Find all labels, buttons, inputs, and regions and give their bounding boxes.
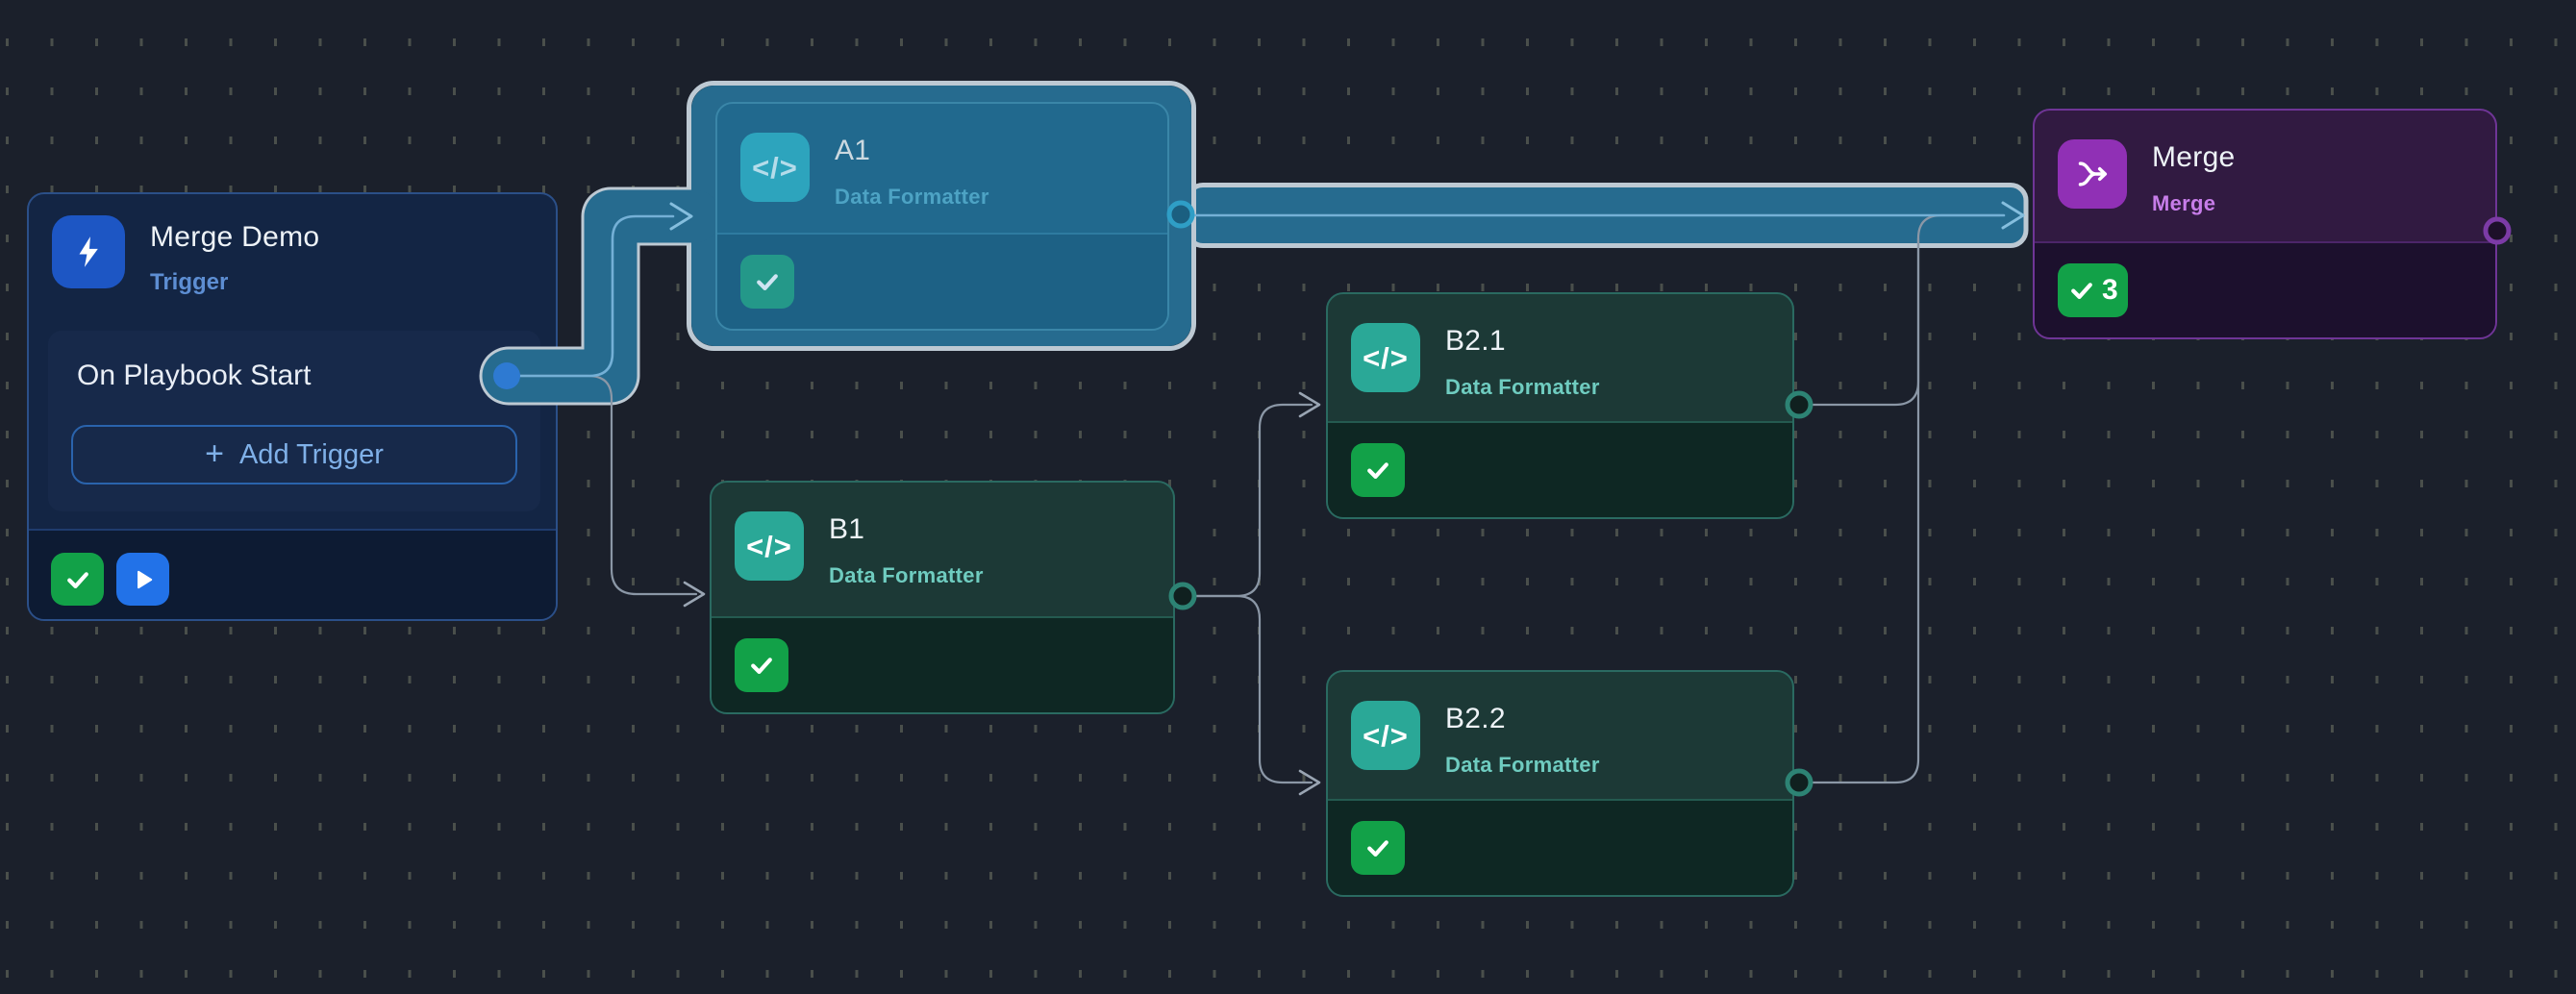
check-icon <box>2067 276 2096 305</box>
lightning-bolt-icon <box>52 215 125 288</box>
node-subtitle: Merge <box>2152 191 2215 216</box>
node-b22[interactable]: </> B2.2 Data Formatter <box>1326 670 1794 897</box>
arrowhead-b21-input <box>1300 393 1319 416</box>
edge-b21-merge[interactable] <box>1812 238 1918 405</box>
node-status-footer <box>712 616 1173 712</box>
node-b1[interactable]: </> B1 Data Formatter <box>710 481 1175 714</box>
node-status-footer <box>717 233 1167 329</box>
success-count-badge[interactable]: 3 <box>2058 263 2128 317</box>
selected-edge-pipe-a1-merge[interactable] <box>1188 186 2026 246</box>
node-subtitle: Data Formatter <box>835 185 989 210</box>
code-icon: </> <box>735 511 804 581</box>
code-icon: </> <box>740 133 810 202</box>
node-trigger[interactable]: Merge Demo Trigger On Playbook Start + A… <box>27 192 558 621</box>
edge-b1-b22[interactable] <box>1195 596 1312 783</box>
plus-icon: + <box>205 437 224 470</box>
node-title: A1 <box>835 135 870 167</box>
add-trigger-label: Add Trigger <box>239 439 384 471</box>
node-status-footer: 3 <box>2035 241 2495 337</box>
node-a1[interactable]: </> A1 Data Formatter <box>715 102 1169 331</box>
trigger-list-panel: On Playbook Start + Add Trigger <box>48 331 540 511</box>
check-icon <box>1363 456 1392 485</box>
node-title: Merge <box>2152 141 2236 174</box>
trigger-run-button[interactable] <box>116 553 169 606</box>
edge-b22-merge[interactable] <box>1812 215 2000 783</box>
trigger-event-item[interactable]: On Playbook Start <box>77 360 311 392</box>
arrowhead-a1-input <box>671 204 691 229</box>
node-status-footer <box>1328 799 1792 895</box>
node-subtitle: Data Formatter <box>1445 753 1600 778</box>
edge-b1-b21[interactable] <box>1195 405 1312 596</box>
arrowhead-merge-input <box>2003 203 2023 228</box>
check-icon <box>63 565 92 594</box>
check-icon <box>1363 833 1392 862</box>
merge-arrows-icon <box>2058 139 2127 209</box>
node-subtitle: Data Formatter <box>829 563 984 588</box>
arrowhead-b1-input <box>685 583 704 606</box>
trigger-success-status-button[interactable] <box>51 553 104 606</box>
success-status-badge[interactable] <box>1351 821 1405 875</box>
a1-output-port[interactable] <box>1169 203 1192 226</box>
success-status-badge[interactable] <box>735 638 788 692</box>
trigger-status-bar <box>29 529 556 619</box>
node-merge[interactable]: Merge Merge 3 <box>2033 109 2497 339</box>
node-title: B1 <box>829 513 864 546</box>
code-icon: </> <box>1351 323 1420 392</box>
trigger-type-label: Trigger <box>150 269 228 296</box>
trigger-node-title: Merge Demo <box>150 221 319 254</box>
success-status-badge[interactable] <box>1351 443 1405 497</box>
node-title: B2.2 <box>1445 703 1506 735</box>
node-b21[interactable]: </> B2.1 Data Formatter <box>1326 292 1794 519</box>
node-status-footer <box>1328 421 1792 517</box>
add-trigger-button[interactable]: + Add Trigger <box>71 425 517 485</box>
play-icon <box>131 567 156 592</box>
node-title: B2.1 <box>1445 325 1506 358</box>
node-subtitle: Data Formatter <box>1445 375 1600 400</box>
check-icon <box>747 651 776 680</box>
success-status-badge[interactable] <box>740 255 794 309</box>
check-icon <box>753 267 782 296</box>
code-icon: </> <box>1351 701 1420 770</box>
arrowhead-b22-input <box>1300 771 1319 794</box>
success-count: 3 <box>2102 276 2118 305</box>
